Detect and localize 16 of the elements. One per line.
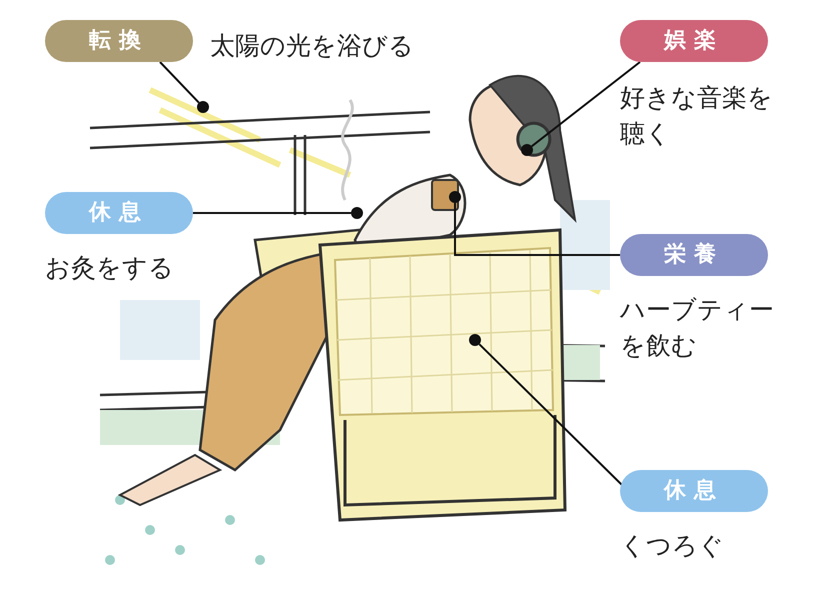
marker-dot (197, 101, 209, 113)
category-pill: 栄養 (620, 234, 768, 276)
leader-line (193, 212, 351, 214)
caption-text: ハーブティーを飲む (620, 294, 775, 362)
caption-text: 好きな音楽を聴く (620, 82, 774, 150)
category-pill: 休息 (620, 470, 768, 512)
marker-dot (351, 207, 363, 219)
caption-text: くつろぐ (620, 530, 725, 562)
leader-line (531, 61, 641, 148)
category-pill: 休息 (45, 192, 193, 234)
leader-line (478, 343, 623, 486)
caption-text: 太陽の光を浴びる (210, 30, 415, 62)
category-pill: 娯楽 (620, 20, 768, 62)
category-pill: 転換 (45, 20, 193, 62)
caption-text: お灸をする (45, 252, 175, 284)
leader-line (159, 61, 200, 104)
